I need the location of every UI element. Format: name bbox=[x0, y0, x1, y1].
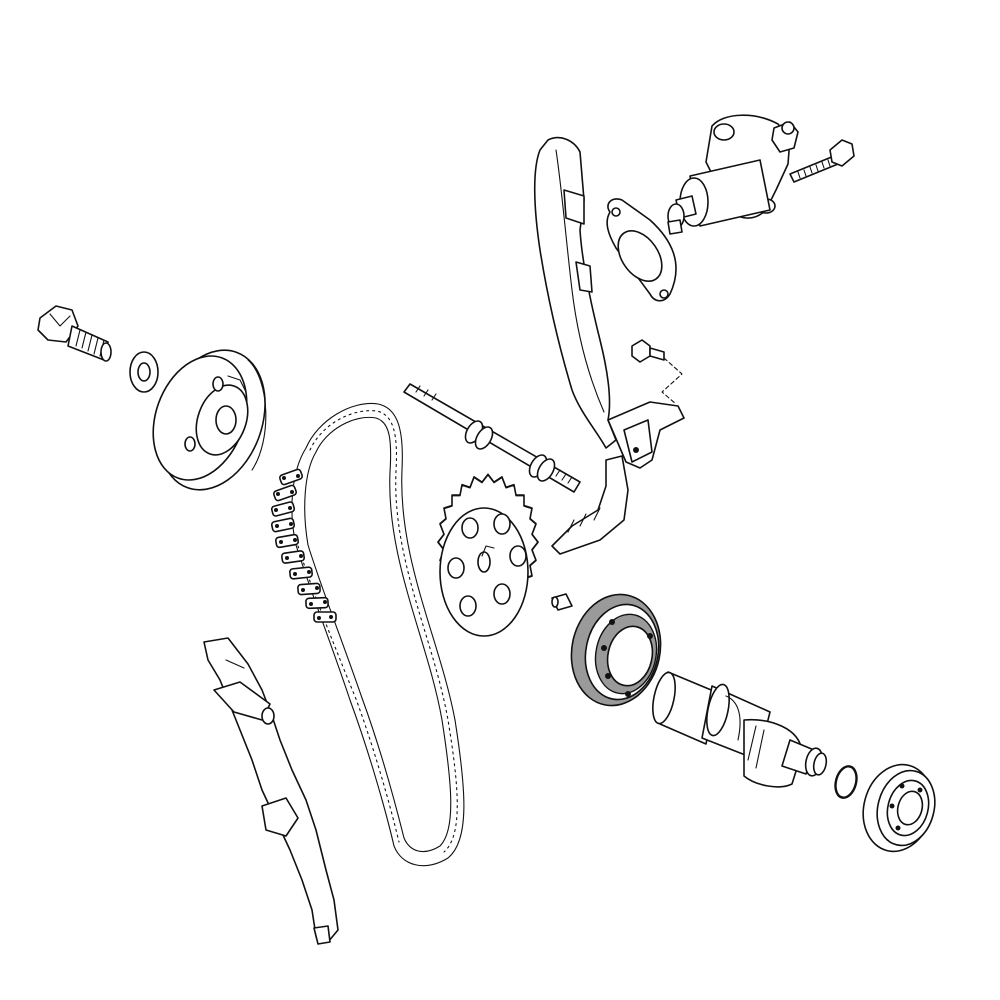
chain-links bbox=[270, 468, 337, 623]
chain-tensioner-assembly bbox=[667, 114, 799, 235]
flywheel-bolt bbox=[37, 305, 112, 362]
washer bbox=[129, 351, 159, 393]
guide-rail bbox=[203, 637, 339, 945]
guide-rail-bolt bbox=[631, 339, 683, 405]
timing-chain bbox=[270, 402, 465, 867]
camshaft-sprocket bbox=[437, 473, 539, 637]
camshaft-bearing bbox=[570, 593, 662, 707]
rail-pivot-shaft bbox=[403, 383, 581, 493]
tensioner-rail bbox=[533, 136, 617, 449]
dowel-pin bbox=[551, 593, 573, 611]
camshaft bbox=[652, 671, 828, 788]
o-ring bbox=[834, 765, 858, 799]
flywheel-rotor bbox=[152, 349, 267, 491]
end-bearing bbox=[862, 763, 936, 853]
chain-guide-bracket bbox=[551, 401, 685, 555]
tensioner-bolt bbox=[789, 139, 855, 183]
tensioner-gasket bbox=[606, 198, 677, 302]
